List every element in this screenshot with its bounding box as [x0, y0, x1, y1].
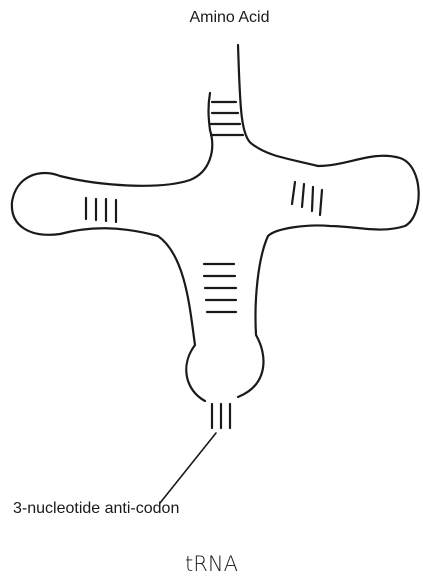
anticodon-pointer: [160, 433, 216, 503]
amino-acid-label: Amino Acid: [0, 9, 423, 27]
anticodon-label: 3-nucleotide anti-codon: [13, 500, 179, 518]
diagram-title: tRNA: [0, 552, 423, 576]
trna-backbone: [12, 45, 419, 401]
right-arm-bonds: [292, 182, 322, 215]
acceptor-stem-bonds: [211, 102, 243, 135]
anticodon-bonds: [212, 404, 230, 428]
anticodon-stem-bonds: [204, 264, 236, 312]
left-arm-bonds: [86, 198, 116, 222]
